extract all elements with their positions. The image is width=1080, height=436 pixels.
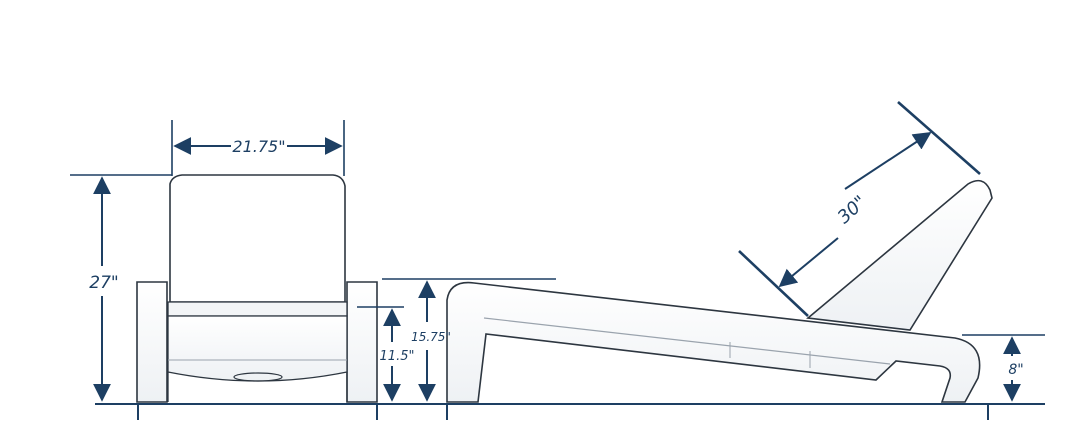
- height-dimension: 27": [70, 174, 172, 402]
- frame-height-dimension: 8": [962, 334, 1045, 402]
- arm-height-label: 15.75": [411, 330, 451, 344]
- seat-front: [167, 301, 348, 317]
- width-dimension: 21.75": [171, 120, 345, 176]
- lounger-frame: [446, 281, 981, 403]
- backrest-side: [806, 179, 993, 331]
- backrest-length-label: 30": [834, 192, 871, 228]
- right-arm: [346, 281, 378, 403]
- height-label: 27": [89, 273, 118, 293]
- drain-hole: [233, 372, 283, 382]
- arm-height-dimension: 15.75": [382, 278, 556, 402]
- lower-body: [167, 315, 348, 382]
- side-view-lounger: [446, 179, 993, 403]
- frame-height-label: 8": [1008, 362, 1023, 378]
- seat-height-dimension: 11.5": [357, 306, 415, 402]
- seat-height-label: 11.5": [380, 349, 415, 364]
- left-arm: [136, 281, 168, 403]
- front-view-chair: [136, 174, 378, 403]
- width-label: 21.75": [232, 137, 285, 156]
- backrest-front: [169, 174, 346, 303]
